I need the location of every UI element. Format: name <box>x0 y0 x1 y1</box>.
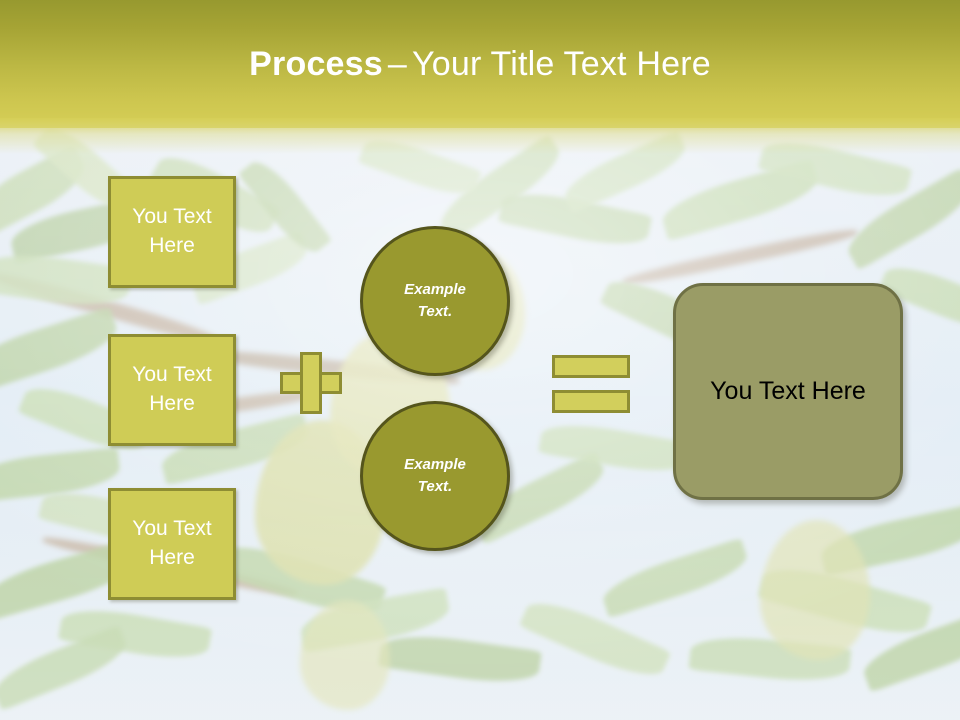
page-title: Process – Your Title Text Here <box>0 0 960 128</box>
process-circle-2-line1: Example <box>404 455 466 473</box>
process-circle-1-line1: Example <box>404 280 466 298</box>
equals-icon <box>552 355 630 413</box>
input-box-1[interactable]: You Text Here <box>108 176 236 288</box>
plus-center-patch <box>303 375 319 391</box>
input-box-2-line2: Here <box>149 392 195 415</box>
input-box-2[interactable]: You Text Here <box>108 334 236 446</box>
process-circle-2[interactable]: Example Text. <box>360 401 510 551</box>
input-box-3-label: You Text Here <box>132 515 211 573</box>
input-box-1-line1: You Text <box>132 205 212 229</box>
input-box-2-line1: You Text <box>132 363 212 387</box>
input-box-3-line2: Here <box>149 546 195 569</box>
process-circle-2-label: Example Text. <box>404 454 466 499</box>
slide-header-band <box>0 0 960 128</box>
input-box-1-label: You Text Here <box>132 203 211 261</box>
equals-bottom-bar <box>552 390 630 413</box>
title-dash: – <box>387 44 407 83</box>
plus-icon <box>280 352 342 414</box>
process-circle-1[interactable]: Example Text. <box>360 226 510 376</box>
result-box-label: You Text Here <box>710 377 866 405</box>
result-box[interactable]: You Text Here <box>673 283 903 500</box>
process-circle-1-label: Example Text. <box>404 279 466 324</box>
title-bold-part: Process <box>249 44 383 83</box>
input-box-3-line1: You Text <box>132 517 212 541</box>
equals-top-bar <box>552 355 630 378</box>
title-rest-part: Your Title Text Here <box>412 44 711 83</box>
process-circle-1-line2: Text. <box>417 303 453 320</box>
process-circle-2-line2: Text. <box>417 478 453 495</box>
input-box-2-label: You Text Here <box>132 361 211 419</box>
input-box-1-line2: Here <box>149 234 195 257</box>
input-box-3[interactable]: You Text Here <box>108 488 236 600</box>
